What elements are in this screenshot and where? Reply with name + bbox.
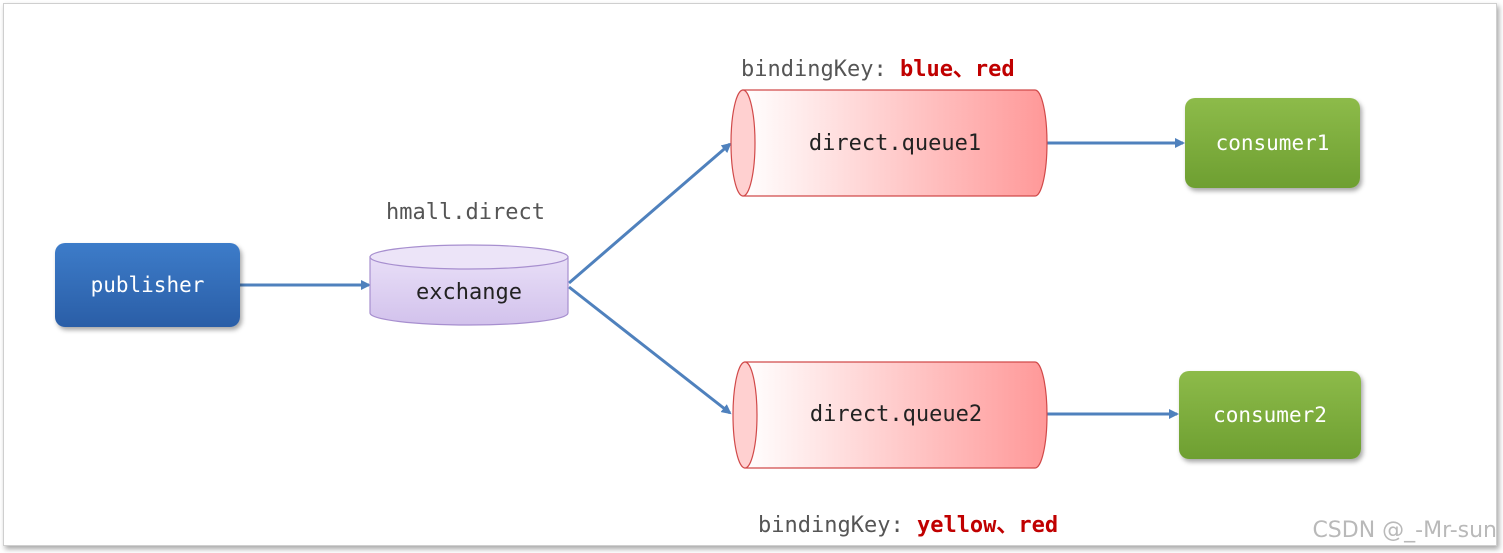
queue2-cylinder: [732, 361, 1048, 469]
exchange-name-label: hmall.direct: [386, 200, 545, 225]
consumer1-node: consumer1: [1185, 98, 1360, 188]
csdn-watermark: CSDN @_-Mr-sun: [1312, 518, 1497, 543]
consumer1-label: consumer1: [1215, 131, 1330, 155]
queue2-label: direct.queue2: [809, 401, 983, 427]
publisher-label: publisher: [90, 273, 205, 297]
exchange-label: exchange: [416, 279, 522, 305]
queue1-label: direct.queue1: [808, 130, 982, 156]
queue1-binding-keys: blue、red: [899, 57, 1015, 82]
queue1-binding-label: bindingKey: blue、red: [741, 51, 1015, 83]
arrow-exchange-to-queue1: [568, 142, 732, 285]
publisher-node: publisher: [55, 243, 240, 327]
arrow-exchange-to-queue2: [568, 285, 732, 415]
exchange-cylinder: [369, 244, 569, 326]
queue1-cylinder: [730, 89, 1048, 197]
queue1-binding-prefix: bindingKey:: [741, 57, 900, 82]
queue2-binding-keys: yellow、red: [916, 513, 1059, 538]
queue2-binding-label: bindingKey: yellow、red: [758, 507, 1058, 539]
queue2-binding-prefix: bindingKey:: [758, 513, 917, 538]
consumer2-node: consumer2: [1179, 371, 1361, 459]
consumer2-label: consumer2: [1213, 403, 1327, 427]
